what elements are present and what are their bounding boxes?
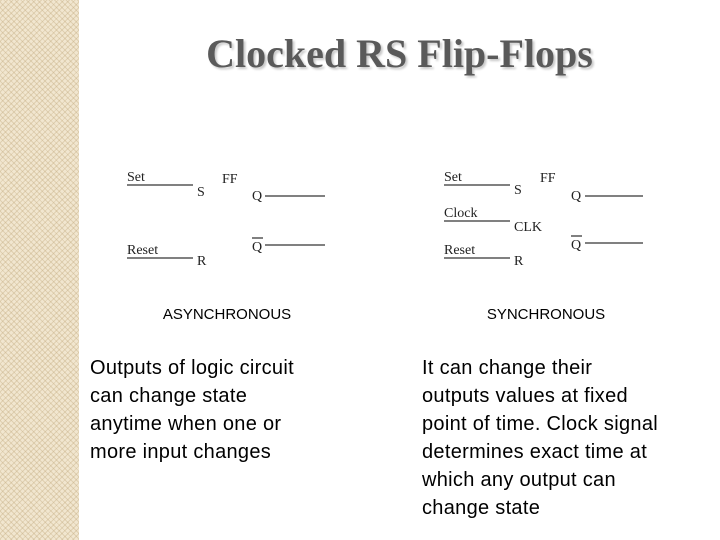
- async-ff-label: FF: [222, 172, 238, 187]
- async-r-pin-label: R: [197, 254, 207, 269]
- sync-description-line: It can change their: [422, 357, 593, 379]
- async-s-pin-label: S: [197, 185, 205, 200]
- slide-title: Clocked RS Flip-Flops: [206, 31, 593, 76]
- async-description-line: anytime when one or: [90, 413, 282, 435]
- decorative-side-stripe: [0, 0, 79, 540]
- sync-description-line: determines exact time at: [422, 441, 648, 463]
- sync-caption: SYNCHRONOUS: [486, 306, 606, 323]
- sync-q-label: Q: [571, 189, 581, 204]
- async-q-bar-label: Q: [252, 240, 262, 255]
- sync-description: It can change their outputs values at fi…: [422, 354, 658, 522]
- sync-ff-label: FF: [540, 171, 556, 186]
- async-set-label: Set: [127, 170, 145, 185]
- sync-q-bar-label: Q: [571, 238, 581, 253]
- async-description-line: more input changes: [90, 441, 272, 463]
- sync-clk-label: CLK: [514, 220, 542, 235]
- sync-set-label: Set: [444, 170, 462, 185]
- async-flip-flop-diagram: [127, 184, 325, 259]
- async-reset-label: Reset: [127, 243, 158, 258]
- sync-description-line: outputs values at fixed: [422, 385, 628, 407]
- async-description-line: Outputs of logic circuit: [90, 357, 294, 379]
- sync-r-pin-label: R: [514, 254, 524, 269]
- sync-reset-label: Reset: [444, 243, 475, 258]
- sync-s-pin-label: S: [514, 183, 522, 198]
- async-caption: ASYNCHRONOUS: [162, 306, 292, 323]
- sync-description-line: change state: [422, 497, 541, 519]
- async-description: Outputs of logic circuit can change stat…: [90, 354, 294, 466]
- sync-description-line: which any output can: [422, 469, 616, 491]
- async-q-label: Q: [252, 189, 262, 204]
- async-description-line: can change state: [90, 385, 248, 407]
- sync-flip-flop-diagram: [444, 184, 643, 259]
- sync-description-line: point of time. Clock signal: [422, 413, 658, 435]
- sync-clock-label: Clock: [444, 206, 477, 221]
